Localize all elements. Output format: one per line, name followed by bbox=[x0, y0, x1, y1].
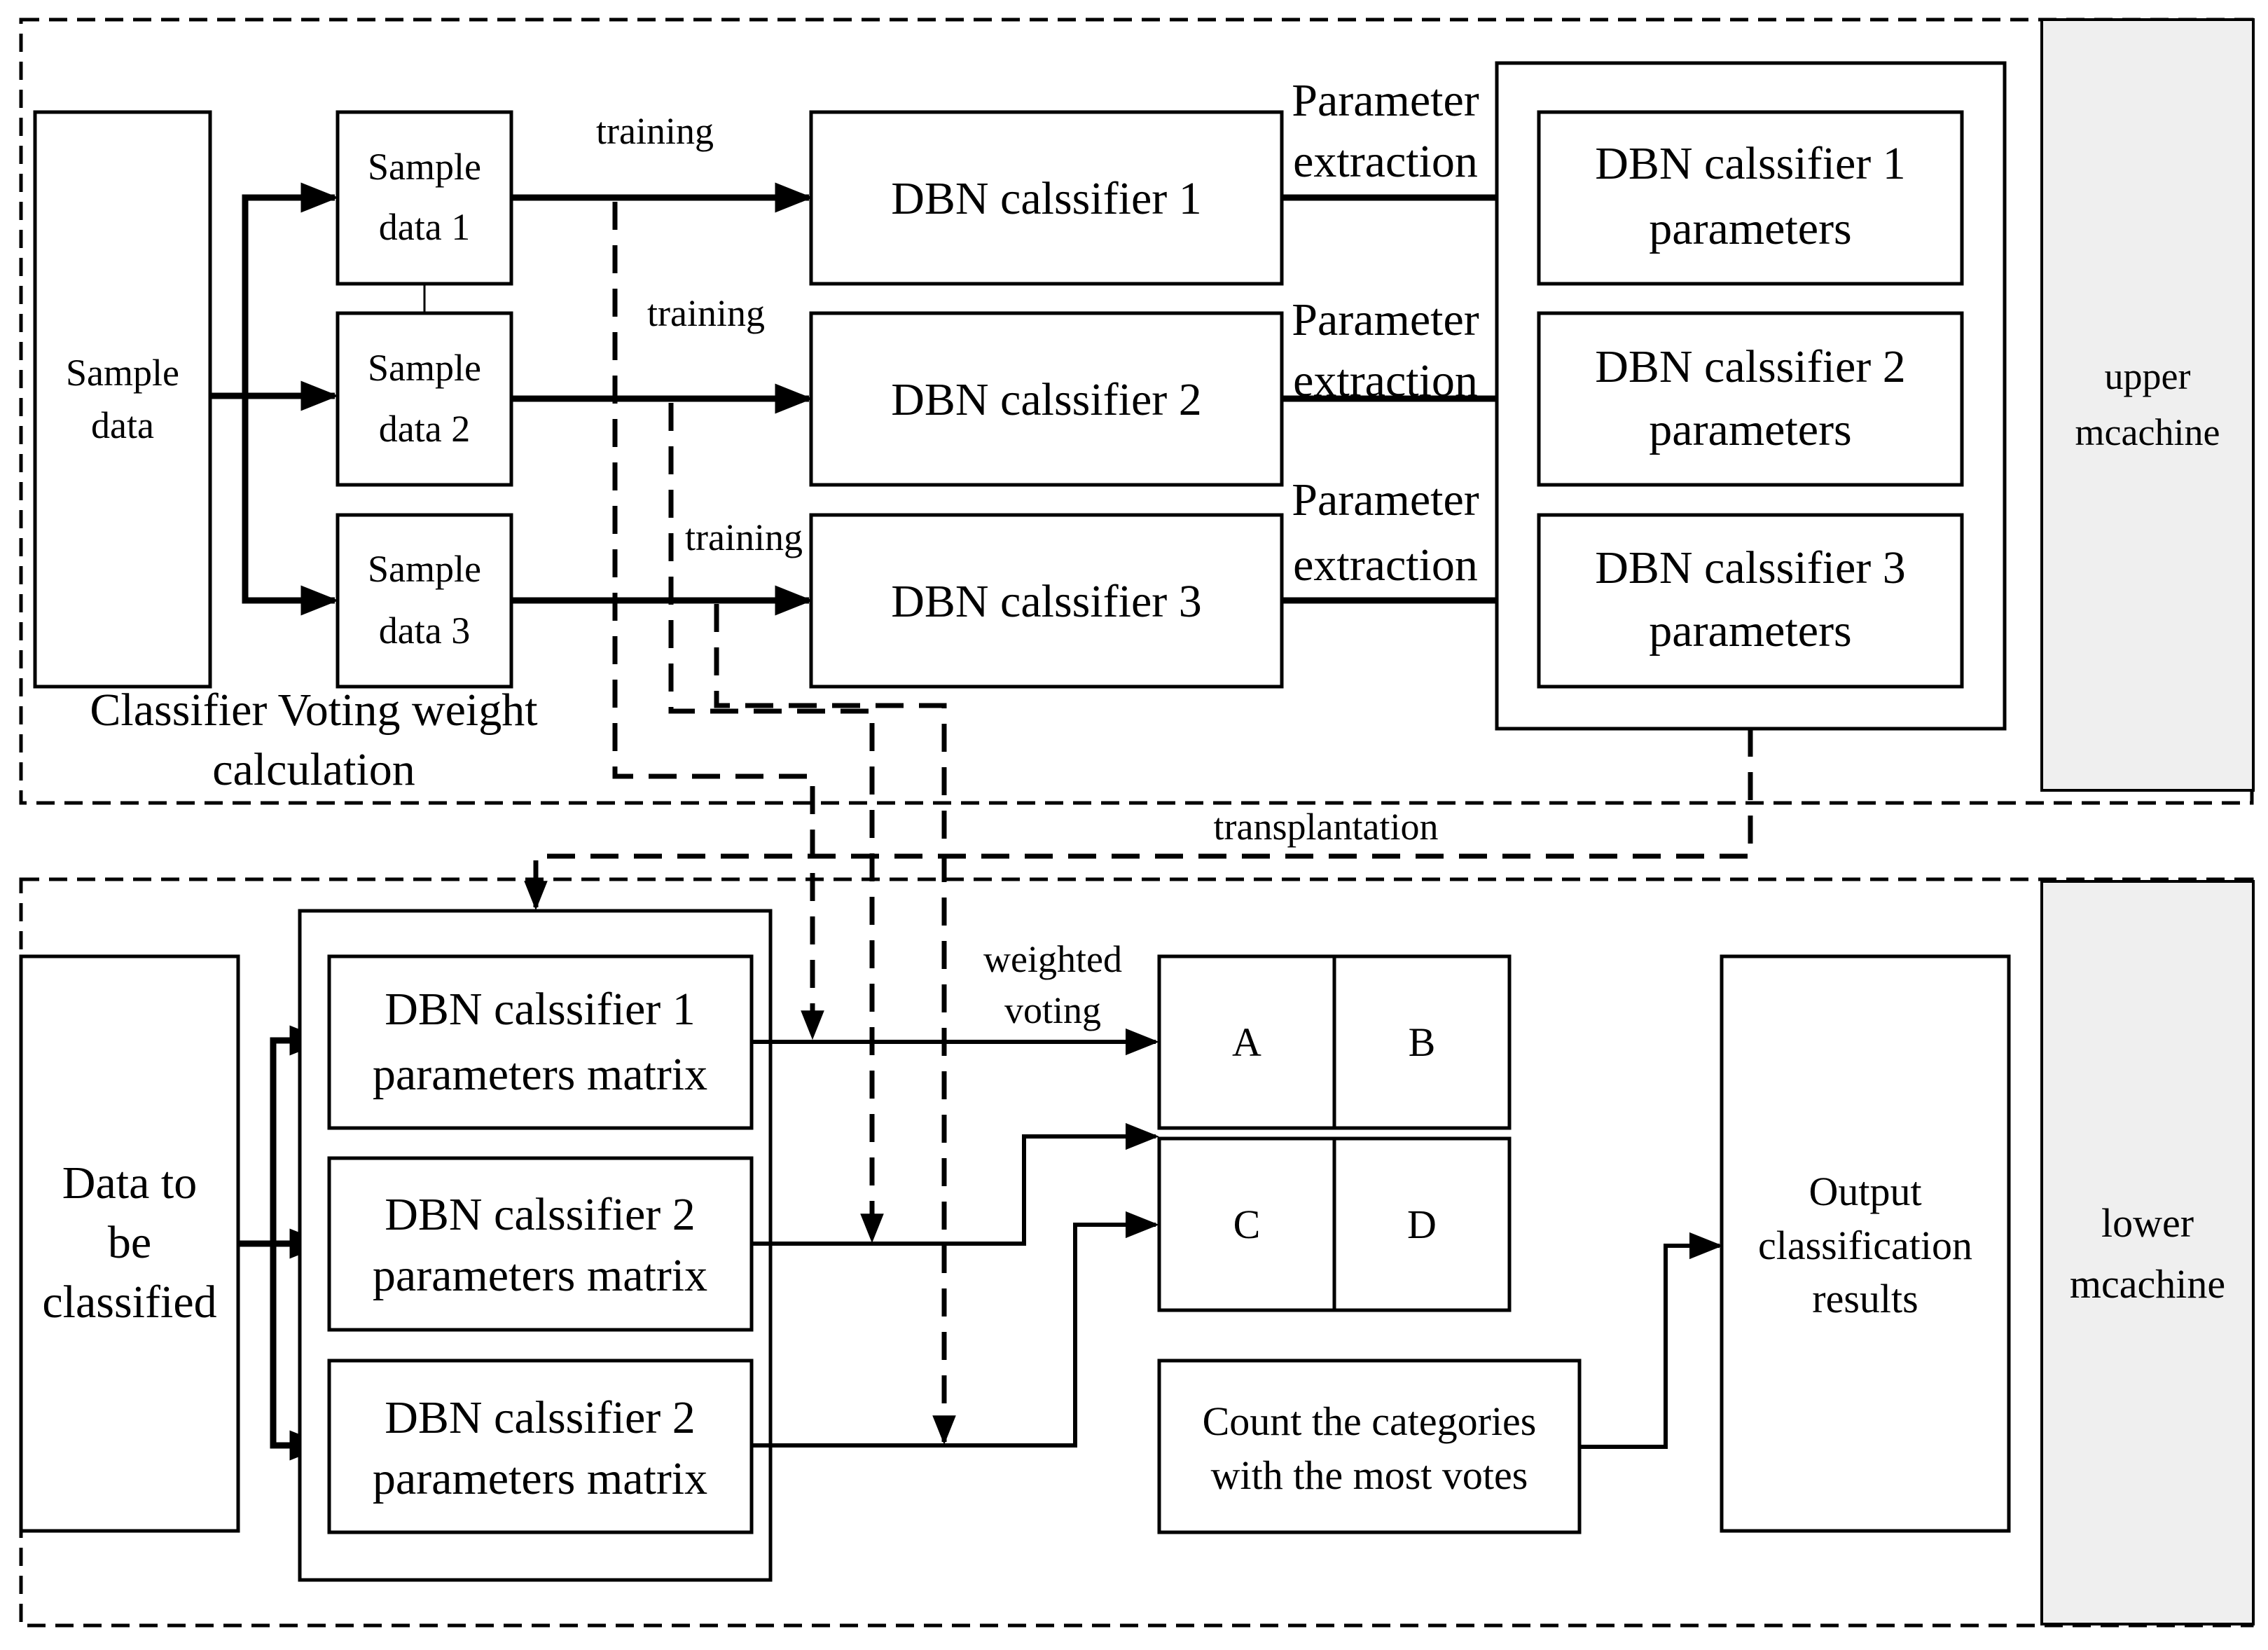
sample-data-1-line1: Sample bbox=[368, 146, 481, 188]
matrix-3-line2: parameters matrix bbox=[373, 1453, 707, 1504]
count-categories-line1: Count the categories bbox=[1203, 1398, 1537, 1444]
upper-machine-label-line2: mcachine bbox=[2075, 411, 2220, 453]
category-a-label: A bbox=[1232, 1019, 1261, 1065]
parameters-3-line1: DBN calssifier 3 bbox=[1595, 542, 1906, 593]
sample-data-3-line2: data 3 bbox=[379, 610, 470, 652]
extraction-label-2-line2: extraction bbox=[1293, 355, 1478, 406]
extraction-label-3-line2: extraction bbox=[1293, 539, 1478, 591]
category-c-cell bbox=[1157, 1136, 1336, 1312]
upper-machine-panel bbox=[2040, 18, 2255, 792]
weighted-voting-line2: voting bbox=[1004, 989, 1101, 1031]
voting-weight-label-line1: Classifier Voting weight bbox=[90, 685, 537, 736]
category-c-label: C bbox=[1233, 1202, 1261, 1247]
data-to-classify-box bbox=[19, 954, 240, 1533]
upper-machine-label-line1: upper bbox=[2105, 355, 2191, 397]
matrix-1-line2: parameters matrix bbox=[373, 1049, 707, 1100]
data-to-classify-line3: classified bbox=[42, 1277, 216, 1328]
category-d-cell bbox=[1332, 1136, 1512, 1312]
training-label-1: training bbox=[596, 110, 714, 152]
split-arrow-1 bbox=[210, 182, 339, 399]
transplantation-label: transplantation bbox=[1214, 806, 1439, 848]
parameters-2-line2: parameters bbox=[1649, 404, 1852, 455]
sample-data-1-box bbox=[336, 110, 513, 286]
output-results-line2: classification bbox=[1758, 1223, 1972, 1268]
matrix-3-box bbox=[327, 1359, 754, 1534]
training-label-3: training bbox=[685, 516, 803, 558]
extraction-label-1-line2: extraction bbox=[1293, 136, 1478, 187]
dbn-classifier-1-label: DBN calssifier 1 bbox=[891, 173, 1202, 224]
vote-arrow-3 bbox=[752, 1211, 1159, 1448]
matrix-2-box bbox=[327, 1156, 754, 1332]
sample-data-2-line1: Sample bbox=[368, 347, 481, 389]
extraction-label-2-line1: Parameter bbox=[1292, 294, 1479, 345]
matrix-1-box bbox=[327, 954, 754, 1130]
data-to-classify-line1: Data to bbox=[62, 1157, 197, 1209]
weight-path-2 bbox=[668, 403, 884, 1244]
category-d-label: D bbox=[1407, 1202, 1437, 1247]
vote-arrow-2 bbox=[752, 1122, 1159, 1246]
matrix-2-line2: parameters matrix bbox=[373, 1250, 707, 1301]
extraction-label-1-line1: Parameter bbox=[1292, 75, 1479, 126]
output-arrow bbox=[1579, 1232, 1723, 1449]
lower-machine-label-line2: mcachine bbox=[2070, 1261, 2225, 1307]
sample-data-3-line1: Sample bbox=[368, 548, 481, 590]
matrix-3-line1: DBN calssifier 2 bbox=[385, 1392, 696, 1443]
training-label-2: training bbox=[647, 292, 765, 334]
weight-path-3 bbox=[714, 604, 956, 1445]
weight-path-1 bbox=[612, 202, 824, 1040]
parameters-2-box bbox=[1537, 311, 1964, 487]
output-results-line1: Output bbox=[1809, 1169, 1921, 1214]
dbn-classifier-1-box bbox=[809, 110, 1284, 286]
parameters-2-line1: DBN calssifier 2 bbox=[1595, 341, 1906, 392]
dbn-classifier-2-label: DBN calssifier 2 bbox=[891, 374, 1202, 425]
parameters-1-line1: DBN calssifier 1 bbox=[1595, 138, 1906, 189]
sample-data-3-box bbox=[336, 513, 513, 689]
sample-data-2-box bbox=[336, 311, 513, 487]
sample-data-label-line1: Sample bbox=[66, 352, 179, 394]
sample-data-box bbox=[33, 110, 212, 689]
parameters-3-box bbox=[1537, 513, 1964, 689]
parameters-3-line2: parameters bbox=[1649, 605, 1852, 656]
sample-data-1-line2: data 1 bbox=[379, 206, 470, 248]
matrix-1-line1: DBN calssifier 1 bbox=[385, 984, 696, 1035]
dbn-classifier-3-label: DBN calssifier 3 bbox=[891, 576, 1202, 627]
transplantation-path bbox=[524, 729, 1753, 911]
parameters-1-line2: parameters bbox=[1649, 203, 1852, 254]
count-categories-line2: with the most votes bbox=[1211, 1452, 1528, 1498]
lower-machine-label-line1: lower bbox=[2101, 1200, 2194, 1246]
category-b-label: B bbox=[1409, 1019, 1436, 1065]
output-results-line3: results bbox=[1812, 1276, 1918, 1321]
sample-data-2-line2: data 2 bbox=[379, 408, 470, 450]
lower-machine-panel bbox=[2040, 880, 2255, 1625]
voting-weight-label-line2: calculation bbox=[212, 744, 415, 795]
parameters-1-box bbox=[1537, 110, 1964, 286]
category-a-cell bbox=[1157, 954, 1336, 1130]
data-to-classify-line2: be bbox=[108, 1217, 151, 1268]
count-categories-box bbox=[1157, 1359, 1582, 1534]
extraction-label-3-line1: Parameter bbox=[1292, 474, 1479, 525]
weighted-voting-line1: weighted bbox=[983, 938, 1122, 980]
category-b-cell bbox=[1332, 954, 1512, 1130]
matrix-2-line1: DBN calssifier 2 bbox=[385, 1189, 696, 1240]
sample-data-label-line2: data bbox=[91, 404, 154, 446]
output-results-box bbox=[1720, 954, 2011, 1533]
split-arrow-3 bbox=[242, 396, 339, 616]
